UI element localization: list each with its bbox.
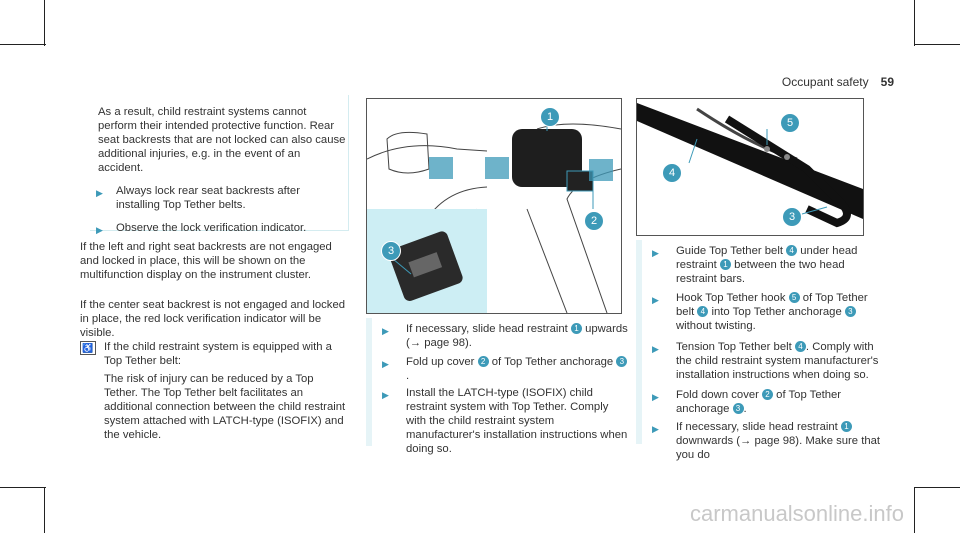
step-triangle-icon: ▶	[382, 359, 389, 369]
callout-label: 5	[780, 113, 800, 133]
seat-illustration	[367, 119, 621, 313]
child-seat-note: ♿ If the child restraint system is equip…	[80, 340, 350, 442]
callout-label: 3	[782, 207, 802, 227]
paragraph: If the left and right seat backrests are…	[80, 241, 332, 281]
instruction-step: ▶ Tension Top Tether belt 4. Comply with…	[652, 341, 879, 381]
step-triangle-icon: ▶	[382, 390, 389, 400]
step-triangle-icon: ▶	[652, 295, 659, 305]
step-triangle-icon: ▶	[652, 248, 659, 258]
callout-ref: 3	[732, 403, 744, 414]
instruction-step: ▶ Fold down cover 2 of Top Tether anchor…	[652, 389, 842, 415]
step-stripe	[366, 318, 372, 446]
child-seat-icon: ♿	[80, 341, 96, 355]
head-restraint	[512, 129, 582, 187]
callout-ref: 3	[616, 356, 628, 367]
warning-intro: As a result, child restraint systems can…	[98, 106, 346, 174]
watermark: carmanualsonline.info	[689, 501, 904, 526]
tether-illustration	[637, 103, 863, 228]
crop-mark	[44, 487, 45, 533]
callout-label: 1	[540, 107, 560, 127]
bullet-triangle-icon: ▶	[96, 225, 103, 235]
bullet-triangle-icon: ▶	[96, 188, 103, 198]
step-triangle-icon: ▶	[652, 344, 659, 354]
crop-mark	[914, 487, 960, 488]
callout-label: 4	[662, 163, 682, 183]
crop-mark	[914, 487, 915, 533]
crop-mark	[914, 0, 915, 46]
page-header: Occupant safety 59	[782, 75, 894, 89]
callout-label: 3	[381, 241, 401, 261]
paragraph: If the center seat backrest is not engag…	[80, 299, 346, 339]
callout-ref: 2	[477, 356, 489, 367]
crop-mark	[0, 44, 46, 45]
callout-ref: 1	[570, 323, 582, 334]
callout-label: 2	[584, 211, 604, 231]
callout-ref: 2	[762, 389, 774, 400]
warning-box: As a result, child restraint systems can…	[90, 95, 349, 235]
callout-ref: 4	[786, 245, 798, 256]
callout-ref: 1	[719, 259, 731, 270]
callout-ref: 4	[794, 341, 806, 352]
step-stripe	[636, 240, 642, 444]
callout-ref: 4	[697, 306, 709, 317]
step-triangle-icon: ▶	[382, 326, 389, 336]
callout-ref: 5	[788, 292, 800, 303]
warning-bullet: ▶ Observe the lock verification indicato…	[96, 222, 307, 235]
step-triangle-icon: ▶	[652, 424, 659, 434]
section-title: Occupant safety	[781, 75, 869, 89]
instruction-step: ▶ Hook Top Tether hook 5 of Top Tether b…	[652, 292, 868, 332]
callout-ref: 3	[844, 306, 856, 317]
step-triangle-icon: ▶	[652, 392, 659, 402]
crop-mark	[914, 44, 960, 45]
instruction-step: ▶ Guide Top Tether belt 4 under head res…	[652, 245, 858, 285]
instruction-step: ▶ Install the LATCH-type (ISOFIX) child …	[382, 387, 628, 455]
figure-head-restraint: 1 2 3	[366, 98, 622, 314]
page-number: 59	[880, 75, 894, 89]
crop-mark	[44, 0, 45, 46]
crop-mark	[0, 487, 46, 488]
instruction-step: ▶ If necessary, slide head restraint 1 u…	[382, 323, 628, 349]
callout-ref: 1	[840, 421, 852, 432]
instruction-step: ▶ If necessary, slide head restraint 1 d…	[652, 421, 881, 461]
warning-bullet: ▶ Always lock rear seat backrests after …	[96, 185, 300, 211]
figure-tether-belt: 5 4 3	[636, 98, 864, 236]
instruction-step: ▶ Fold up cover 2 of Top Tether anchorag…	[382, 355, 628, 383]
